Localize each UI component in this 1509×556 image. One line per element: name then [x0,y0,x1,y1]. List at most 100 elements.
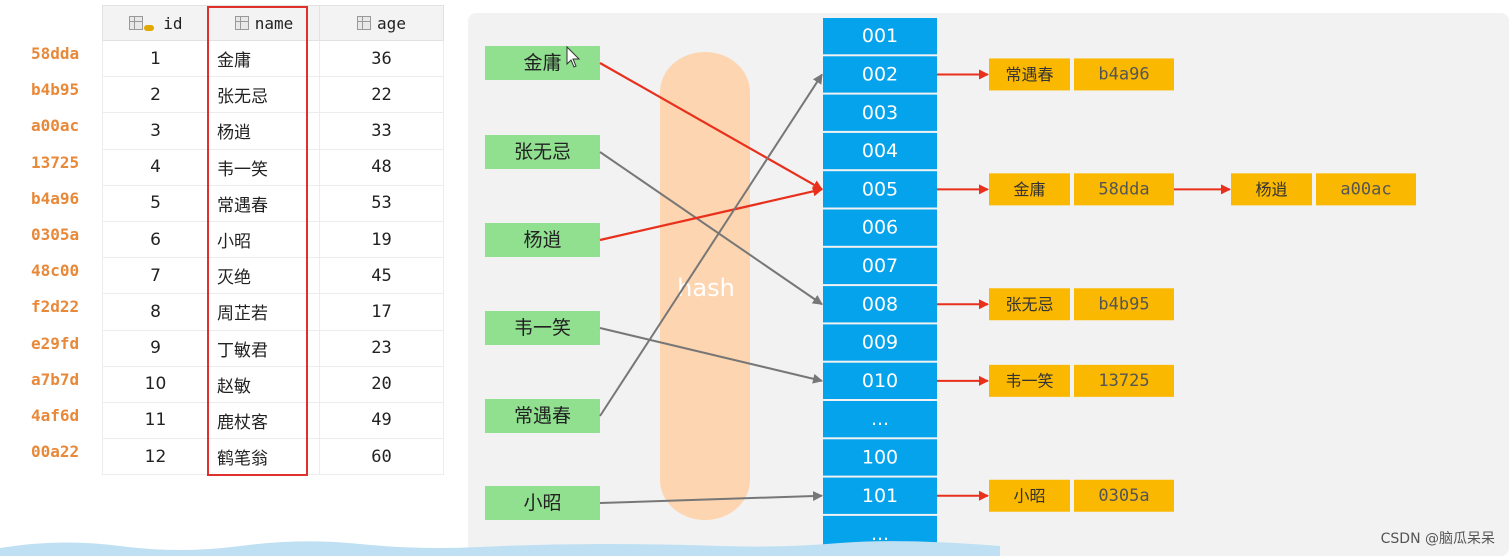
entry-hash: 0305a [1098,486,1149,506]
bucket-slot-label: 009 [862,332,898,354]
table-cell-age[interactable]: 36 [319,39,444,78]
table-cell-age[interactable]: 33 [319,112,444,150]
bucket-slot-label: 004 [862,140,898,162]
table-cell-name[interactable]: 张无忌 [208,76,320,114]
bucket-slot [823,171,937,208]
table-cell-name[interactable]: 灭绝 [208,257,320,295]
row-hash: a7b7d [31,369,80,389]
column-header-age[interactable]: age [319,5,444,41]
table-cell-age[interactable]: 45 [319,257,444,295]
key-box [485,311,600,345]
column-key-icon [128,15,143,30]
entry-name-box [989,58,1070,91]
key-box [485,46,600,80]
bucket-slot [823,56,937,93]
table-cell-age[interactable]: 48 [319,148,444,186]
key-box [485,223,600,257]
table-cell-id[interactable]: 4 [102,148,209,186]
entry-name: 常遇春 [1005,65,1053,84]
table-cell-name[interactable]: 杨逍 [208,112,320,150]
entry-name-box [989,479,1070,512]
bucket-slot-label: 101 [862,485,898,507]
entry-name: 杨逍 [1255,180,1287,199]
row-hash: 4af6d [31,406,80,425]
hash-edge [599,73,823,417]
primary-key-icon [143,24,154,31]
key-box [485,135,600,169]
bucket-slot-label: 002 [862,63,898,85]
bucket-slot [823,247,937,285]
table-cell-age[interactable]: 22 [319,76,444,114]
row-hash: b4b95 [31,80,80,100]
hash-function-band [660,52,750,520]
row-hash: 13725 [31,152,80,172]
row-hash: b4a96 [31,188,80,208]
bucket-slot [823,439,937,476]
hash-edge [599,186,823,242]
table-cell-name[interactable]: 常遇春 [208,184,320,222]
entry-name-box [989,364,1070,397]
entry-hash-box [1074,288,1174,321]
table-cell-age[interactable]: 19 [319,220,444,259]
hash-edge [599,491,823,504]
column-icon [357,15,372,30]
table-cell-name[interactable]: 金庸 [208,39,320,78]
bucket-slot-label: 100 [862,446,898,468]
bucket-slot [823,132,937,170]
table-cell-age[interactable]: 60 [319,438,444,476]
entry-hash-box [1074,364,1174,397]
bucket-slot [823,209,937,246]
table-cell-name[interactable]: 丁敏君 [208,329,320,367]
column-header-label: id [163,13,183,33]
entry-hash: 58dda [1098,179,1149,199]
bucket-slot-label: 006 [862,217,898,239]
column-header-label: age [377,13,406,33]
table-cell-id[interactable]: 7 [102,257,209,295]
entry-name-box [989,288,1070,321]
hash-edge [599,151,823,306]
bucket-slot-label: ... [871,523,889,545]
column-header-id[interactable]: id [102,5,209,41]
table-cell-age[interactable]: 53 [319,184,444,222]
table-cell-id[interactable]: 11 [102,401,209,440]
row-hash: a00ac [31,116,80,136]
table-cell-id[interactable]: 9 [102,329,209,367]
key-label: 常遇春 [514,405,571,427]
entry-name: 张无忌 [1005,295,1053,314]
diagram-panel [468,13,1509,556]
table-cell-name[interactable]: 鹿杖客 [208,401,320,440]
bucket-slot [823,477,937,514]
entry-hash-box [1074,479,1174,512]
key-label: 小昭 [523,492,561,514]
entry-hash: a00ac [1340,179,1391,199]
entry-hash: b4a96 [1098,64,1149,84]
watermark: CSDN @脑瓜呆呆 [1380,531,1495,547]
table-cell-age[interactable]: 23 [319,329,444,367]
hash-edge [599,327,823,384]
bucket-slot [823,286,937,323]
table-cell-id[interactable]: 12 [102,438,209,476]
table-cell-age[interactable]: 49 [319,401,444,440]
bucket-slot [823,362,937,399]
entry-name-box [989,173,1070,206]
table-cell-name[interactable]: 赵敏 [208,365,320,403]
row-hash: 48c00 [31,261,80,281]
table-cell-id[interactable]: 8 [102,293,209,331]
entry-hash: b4b95 [1098,294,1149,314]
hash-edge [599,62,823,191]
bucket-slot-label: 007 [862,255,898,277]
bucket-slot [823,324,937,361]
row-hash: 0305a [31,225,80,244]
table-cell-name[interactable]: 鹤笔翁 [208,438,320,476]
